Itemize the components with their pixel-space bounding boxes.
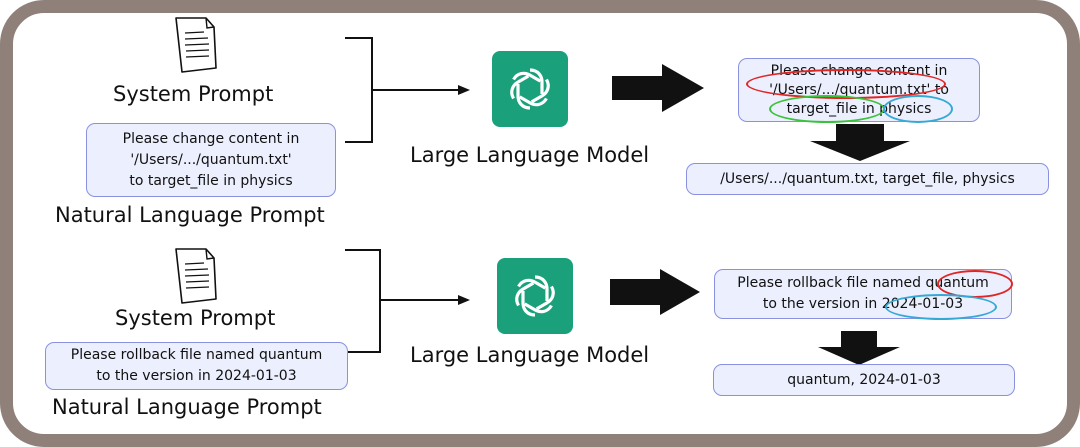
prompt-line: Please change content in [122, 130, 300, 147]
openai-logo-icon [497, 258, 573, 334]
arrow-right-icon [458, 295, 470, 305]
system-prompt-label: System Prompt [113, 82, 274, 106]
block-arrow-right-icon [612, 64, 704, 112]
physics-highlight-oval [883, 95, 953, 123]
extracted-result: /Users/.../quantum.txt, target_file, phy… [720, 170, 1015, 187]
block-arrow-right-icon [610, 269, 700, 315]
natural-language-prompt-label: Natural Language Prompt [55, 203, 325, 227]
natural-language-prompt-box: Please rollback file named quantum to th… [45, 342, 348, 390]
large-language-model-label: Large Language Model [410, 343, 650, 367]
prompt-line: to target_file in physics [129, 172, 293, 189]
bracket-connector [345, 249, 462, 353]
bracket-connector [345, 37, 462, 143]
annotated-line: Please rollback file named quantum [737, 275, 989, 291]
arrow-right-icon [458, 85, 470, 95]
prompt-line: '/Users/.../quantum.txt' [130, 151, 292, 168]
extracted-result-box: /Users/.../quantum.txt, target_file, phy… [686, 163, 1049, 195]
openai-knot-icon [510, 68, 550, 110]
extracted-result: quantum, 2024-01-03 [787, 371, 941, 388]
large-language-model-label: Large Language Model [410, 143, 650, 167]
prompt-line: Please rollback file named quantum [70, 347, 323, 363]
system-prompt-label: System Prompt [115, 306, 276, 330]
block-arrow-down-icon [810, 124, 910, 161]
natural-language-prompt-box: Please change content in '/Users/.../qua… [86, 123, 336, 197]
date-highlight-oval [885, 294, 997, 320]
openai-knot-icon [515, 275, 555, 317]
block-arrow-down-icon [818, 331, 900, 365]
prompt-line: to the version in 2024-01-03 [96, 368, 297, 384]
target-highlight-oval [769, 95, 885, 123]
openai-logo-icon [492, 51, 568, 127]
document-icon [175, 248, 217, 304]
natural-language-prompt-label: Natural Language Prompt [52, 395, 322, 419]
extracted-result-box: quantum, 2024-01-03 [713, 364, 1015, 396]
document-icon [175, 17, 217, 73]
